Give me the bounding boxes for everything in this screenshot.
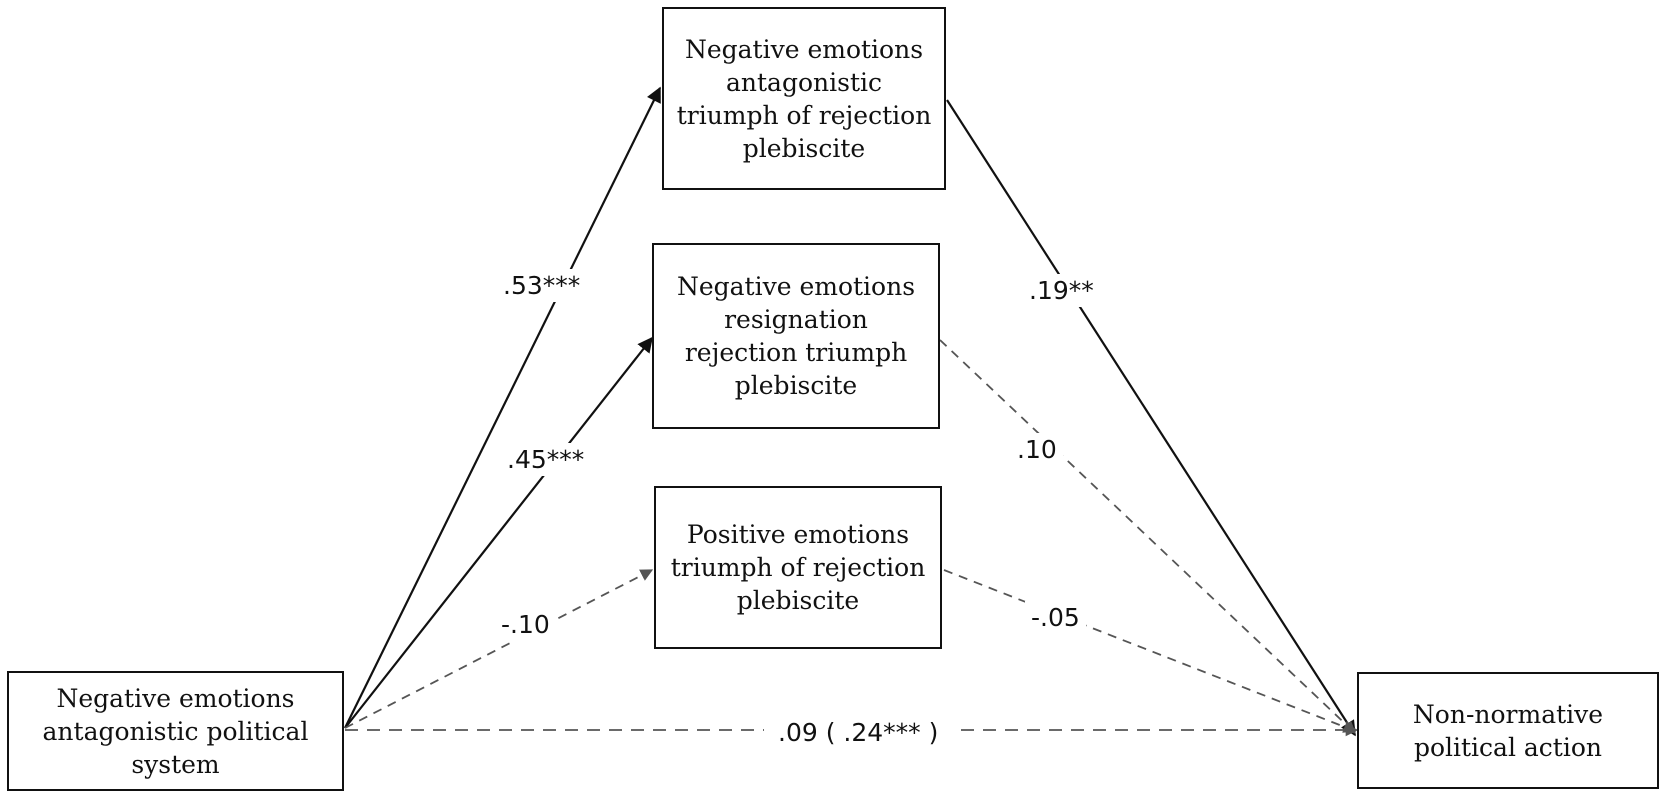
path-b2-line: [939, 339, 1356, 734]
path-a2-coefficient: .45***: [501, 443, 591, 476]
path-b3-line: [943, 569, 1357, 733]
mediator-1-label: Negative emotions antagonistic triumph o…: [676, 34, 932, 163]
mediator-3-label: Positive emotions triumph of rejection p…: [670, 520, 926, 615]
path-c-coefficient: .09 ( .24*** ): [764, 716, 953, 749]
path-b3-coefficient: -.05: [1025, 601, 1086, 634]
path-a1-coefficient: .53***: [497, 269, 587, 302]
predictor-box: Negative emotions antagonistic political…: [7, 671, 344, 791]
path-a1-line: [344, 86, 661, 729]
path-b1-line: [946, 99, 1356, 737]
path-a3-coefficient: -.10: [495, 608, 556, 641]
predictor-label: Negative emotions antagonistic political…: [42, 683, 309, 779]
outcome-label: Non-normative political action: [1412, 699, 1604, 762]
path-a3-line: [344, 569, 654, 729]
mediator-3-box: Positive emotions triumph of rejection p…: [654, 486, 942, 649]
path-a2-line: [344, 336, 653, 729]
outcome-box: Non-normative political action: [1357, 672, 1659, 789]
path-b2-coefficient: .10: [1011, 433, 1063, 466]
mediator-1-box: Negative emotions antagonistic triumph o…: [662, 7, 946, 190]
path-b1-coefficient: .19**: [1023, 274, 1100, 307]
mediator-2-box: Negative emotions resignation rejection …: [652, 243, 940, 429]
mediator-2-label: Negative emotions resignation rejection …: [676, 272, 916, 400]
